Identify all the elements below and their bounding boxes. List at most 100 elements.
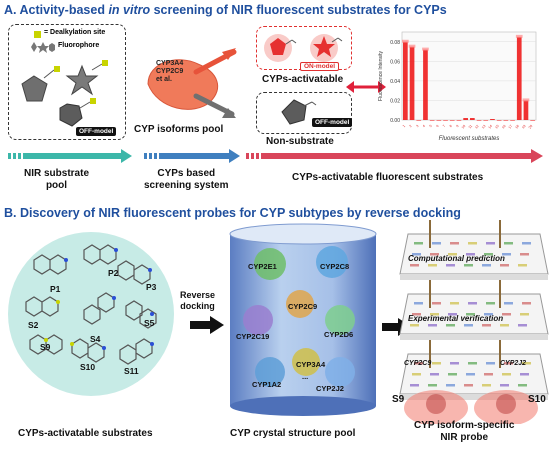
- chart-xtick-label: 20: [528, 124, 534, 130]
- enzyme-label-line3: et al.: [156, 76, 172, 83]
- chart-bar: [443, 120, 448, 121]
- nir-substrate-pool-label: NIR substrate pool: [24, 168, 89, 192]
- plate-well: [414, 242, 423, 245]
- chart-bar: [470, 118, 475, 120]
- on-model-molecules: [264, 34, 343, 62]
- cyp-label-2c9: CYP2C9: [288, 302, 318, 311]
- chart-bar: [496, 120, 502, 121]
- plate-well: [468, 362, 477, 365]
- chart-xtick-label: 15: [494, 124, 500, 130]
- substrate-label-s10: S10: [80, 362, 96, 372]
- substrate-label-p2: P2: [108, 268, 119, 278]
- chart-ytick-label: 0.00: [390, 118, 400, 124]
- chart-bar-glow: [515, 34, 523, 38]
- red-double-arrow-icon: [346, 81, 386, 93]
- nir-substrate-line2: pool: [45, 180, 68, 191]
- probe-caption-line1: CYP isoform-specific: [414, 420, 515, 431]
- substrate-label-s2: S2: [28, 320, 39, 330]
- non-substrate-molecule: [281, 99, 317, 125]
- screening-system-label: CYPs based screening system: [144, 168, 229, 192]
- plate-well: [428, 264, 437, 267]
- cyp-enzyme-icon: [147, 48, 237, 118]
- chart-bar: [416, 120, 422, 121]
- chart-xtick-label: 6: [435, 124, 439, 128]
- chart-bar-glow: [522, 98, 530, 102]
- substrate-pool-molecules: [21, 60, 108, 127]
- chart-bar: [476, 120, 482, 121]
- off-model-chip: OFF-model: [76, 127, 117, 136]
- chart-ytick-label: 0.04: [390, 79, 400, 85]
- panel-b-title: B. Discovery of NIR fluorescent probes f…: [4, 206, 461, 220]
- isoforms-pool-label: CYP isoforms pool: [134, 124, 224, 135]
- substrate-pool-box: [8, 24, 126, 140]
- plate-well: [518, 264, 527, 267]
- pool-caption: CYP crystal structure pool: [230, 428, 356, 439]
- substrate-label-p3: P3: [146, 282, 157, 292]
- plate-well: [466, 253, 475, 256]
- substrate-label-s9: S9: [40, 342, 51, 352]
- probe-caption: CYP isoform-specific NIR probe: [414, 420, 514, 444]
- enzyme-label-line2: CYP2C9: [156, 68, 184, 75]
- chart-xtick-label: 11: [468, 124, 473, 129]
- panel-a-title-post: screening of NIR fluorescent substrates …: [150, 3, 447, 17]
- plate-well: [446, 384, 455, 387]
- chart-xtick-label: 2: [408, 124, 412, 128]
- probe-caption-line2: NIR probe: [440, 432, 489, 443]
- nir-substrate-line1: NIR substrate: [24, 168, 90, 179]
- plate-well: [414, 362, 423, 365]
- chart-xtick-label: 3: [415, 124, 419, 128]
- chart-xtick-label: 4: [422, 124, 426, 128]
- chart-xlabel: Fluorescent substrates: [439, 136, 500, 142]
- plate-well: [502, 373, 511, 376]
- substrate-label-s5: S5: [144, 318, 155, 328]
- chart-ytick-label: 0.06: [390, 59, 400, 65]
- chart-xtick-label: 14: [488, 124, 494, 130]
- chart-bar: [449, 120, 455, 121]
- chart-bar-glow: [402, 39, 409, 43]
- non-substrate-label: Non-substrate: [266, 136, 334, 147]
- chart-bar: [409, 46, 415, 120]
- plate-well: [482, 384, 491, 387]
- plate-well: [500, 384, 509, 387]
- chart-bar: [510, 120, 515, 121]
- reverse-docking-label: Reverse docking: [180, 290, 215, 312]
- chart-bar: [423, 49, 428, 120]
- chart-xtick-label: 12: [474, 124, 480, 130]
- substrate-label-s4: S4: [90, 334, 101, 344]
- plate-well: [450, 242, 459, 245]
- chart-xtick-label: 18: [514, 124, 520, 130]
- plate-well: [432, 242, 441, 245]
- plate3-cyp2j2-label: CYP2J2: [500, 360, 527, 367]
- plate-well: [428, 324, 437, 327]
- chart-plot-area: [401, 31, 537, 121]
- plate-well: [446, 324, 455, 327]
- plate-well: [520, 253, 529, 256]
- plate-well: [500, 324, 509, 327]
- reverse-docking-arrow-icon: [190, 316, 224, 334]
- plate-well: [464, 264, 473, 267]
- plate-well: [412, 253, 421, 256]
- screening-line1: CYPs based: [157, 168, 216, 179]
- chart-bar: [530, 120, 535, 121]
- off-model-chip-2: OFF-model: [312, 118, 353, 127]
- plate-well: [522, 362, 531, 365]
- workflow-arrows: [8, 149, 543, 163]
- panel-a-title-pre: A. Activity-based: [4, 3, 109, 17]
- reverse-line2: docking: [180, 301, 215, 311]
- panel-a-title: A. Activity-based in vitro screening of …: [4, 3, 447, 17]
- plate-well: [430, 253, 439, 256]
- on-model-chip: ON-model: [300, 62, 340, 71]
- plate-well: [468, 242, 477, 245]
- cyp-label-2c8: CYP2C8: [320, 262, 350, 271]
- substrate-structures: [25, 244, 157, 365]
- chart-xtick-label: 19: [521, 124, 527, 130]
- enzyme-label-line1: CYP3A4: [156, 60, 184, 67]
- chart-xtick-label: 5: [429, 124, 433, 128]
- chart-xtick-label: 17: [508, 124, 514, 130]
- screening-line2: screening system: [144, 180, 229, 191]
- chart-bar: [429, 120, 435, 121]
- plate-well: [430, 373, 439, 376]
- fluorophore-legend: Fluorophore: [30, 40, 99, 58]
- plate-well: [518, 384, 527, 387]
- plate-well: [502, 313, 511, 316]
